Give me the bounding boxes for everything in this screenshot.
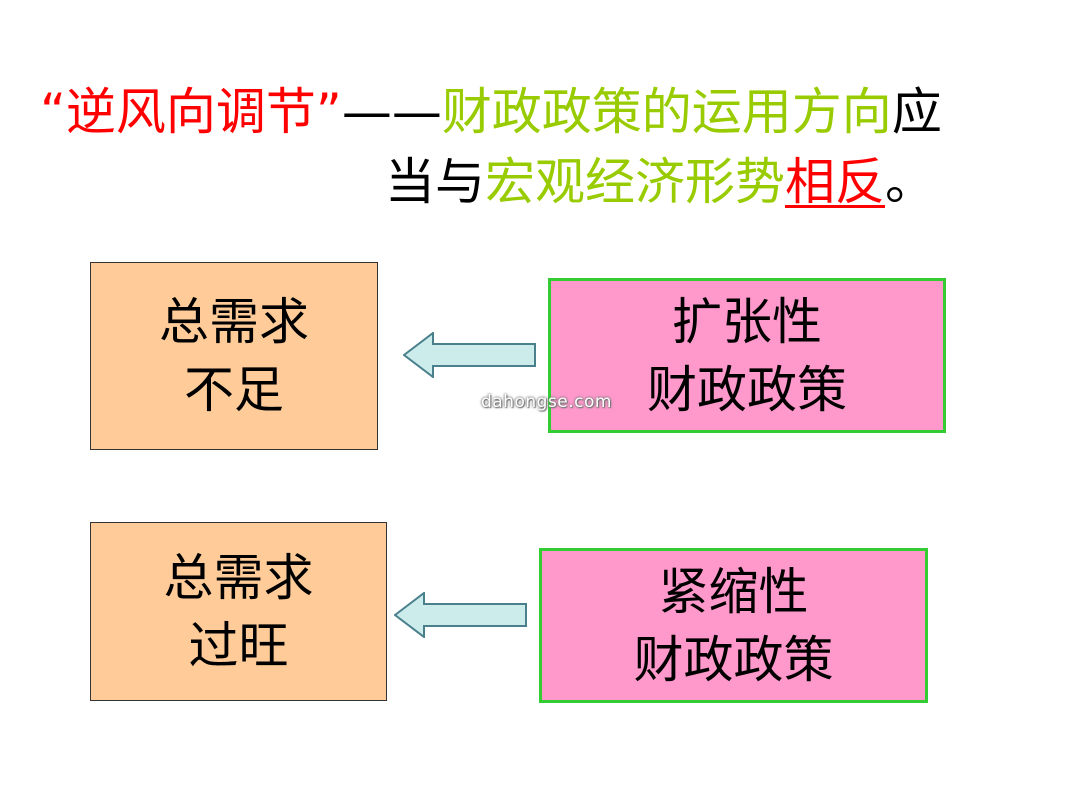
title-line-2: 当与宏观经济形势相反。 — [385, 152, 935, 212]
title-object: 宏观经济形势 — [485, 153, 785, 211]
title-tail: 应 — [891, 83, 942, 141]
title-connector: 当与 — [385, 153, 485, 211]
policy-line-1: 扩张性 — [672, 292, 822, 351]
policy-line-2: 财政政策 — [647, 360, 847, 419]
condition-line-1: 总需求 — [163, 548, 314, 607]
watermark: dahongse.com — [481, 392, 612, 412]
policy-box-expansionary: 扩张性 财政政策 — [548, 278, 946, 433]
policy-line-2: 财政政策 — [633, 630, 834, 689]
condition-line-2: 不足 — [184, 361, 284, 419]
title-period: 。 — [885, 153, 935, 211]
condition-box-insufficient-demand: 总需求 不足 — [90, 262, 378, 450]
left-arrow-icon — [394, 592, 527, 638]
condition-box-excess-demand: 总需求 过旺 — [90, 522, 387, 701]
title-emphasis: 相反 — [785, 153, 885, 211]
policy-box-contractionary: 紧缩性 财政政策 — [539, 548, 928, 703]
title-keyword: “逆风向调节” — [40, 83, 342, 141]
left-arrow-icon — [403, 332, 536, 378]
title-dash: —— — [341, 83, 442, 141]
title-subject: 财政政策的运用方向 — [441, 83, 892, 141]
title-line-1: “逆风向调节”——财政政策的运用方向应 — [40, 82, 942, 142]
policy-line-1: 紧缩性 — [658, 562, 809, 621]
condition-line-1: 总需求 — [159, 293, 309, 351]
condition-line-2: 过旺 — [188, 616, 289, 675]
